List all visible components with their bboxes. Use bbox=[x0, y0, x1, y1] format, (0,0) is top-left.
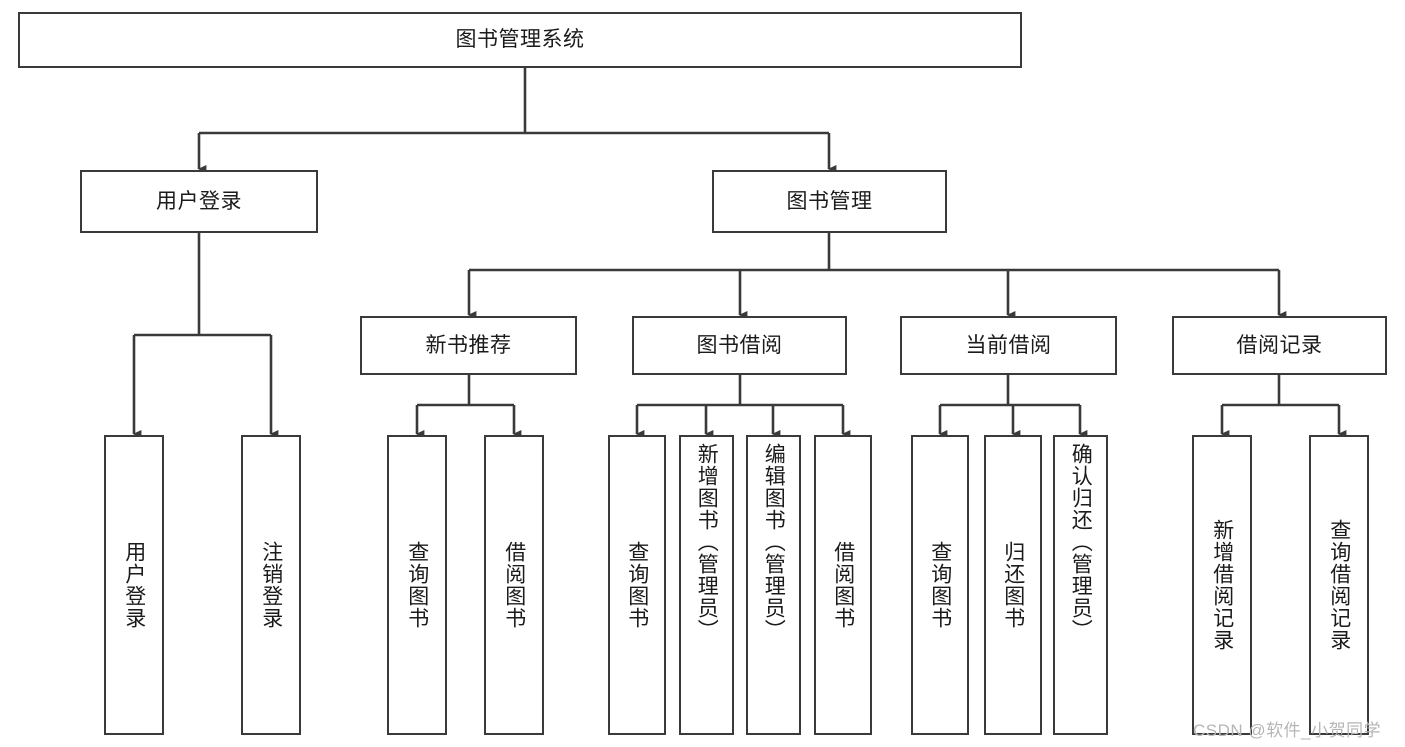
node-records: 借阅记录 bbox=[1172, 316, 1387, 375]
node-q2: 查询图书 bbox=[608, 435, 666, 735]
node-label: 图书借阅 bbox=[696, 333, 783, 357]
node-userlogin: 用户登录 bbox=[104, 435, 164, 735]
node-label: 确认归还（管理员） bbox=[1069, 443, 1093, 641]
node-addbook: 新增图书（管理员） bbox=[679, 435, 734, 735]
node-b1: 借阅图书 bbox=[484, 435, 544, 735]
node-label: 查询图书 bbox=[928, 541, 952, 629]
node-label: 当前借阅 bbox=[965, 333, 1052, 357]
node-label: 借阅图书 bbox=[502, 541, 526, 629]
node-label: 查询图书 bbox=[625, 541, 649, 629]
node-current: 当前借阅 bbox=[900, 316, 1117, 375]
node-qrec: 查询借阅记录 bbox=[1309, 435, 1369, 735]
node-label: 编辑图书（管理员） bbox=[762, 443, 786, 641]
node-label: 查询借阅记录 bbox=[1327, 519, 1351, 651]
node-label: 注销登录 bbox=[259, 541, 283, 629]
node-returnbook: 归还图书 bbox=[984, 435, 1042, 735]
node-label: 用户登录 bbox=[122, 541, 146, 629]
node-label: 新增图书（管理员） bbox=[695, 443, 719, 641]
csdn-watermark: CSDN @软件_小贺同学 bbox=[1193, 721, 1382, 740]
node-q1: 查询图书 bbox=[387, 435, 447, 735]
node-q3: 查询图书 bbox=[911, 435, 969, 735]
node-login: 用户登录 bbox=[80, 170, 318, 233]
node-label: 借阅记录 bbox=[1236, 333, 1323, 357]
node-b2: 借阅图书 bbox=[814, 435, 872, 735]
node-logout: 注销登录 bbox=[241, 435, 301, 735]
node-confirm: 确认归还（管理员） bbox=[1053, 435, 1108, 735]
node-newrec: 新书推荐 bbox=[360, 316, 577, 375]
node-label: 用户登录 bbox=[156, 189, 242, 213]
node-label: 查询图书 bbox=[405, 541, 429, 629]
node-borrow: 图书借阅 bbox=[632, 316, 847, 375]
node-label: 新增借阅记录 bbox=[1210, 519, 1234, 651]
node-label: 借阅图书 bbox=[831, 541, 855, 629]
node-addrec: 新增借阅记录 bbox=[1192, 435, 1252, 735]
node-bookmgmt: 图书管理 bbox=[712, 170, 947, 233]
node-editbook: 编辑图书（管理员） bbox=[746, 435, 801, 735]
node-label: 图书管理 bbox=[786, 189, 873, 213]
node-label: 归还图书 bbox=[1001, 541, 1025, 629]
node-root: 图书管理系统 bbox=[18, 12, 1022, 68]
node-label: 图书管理系统 bbox=[455, 28, 585, 52]
node-label: 新书推荐 bbox=[425, 333, 512, 357]
